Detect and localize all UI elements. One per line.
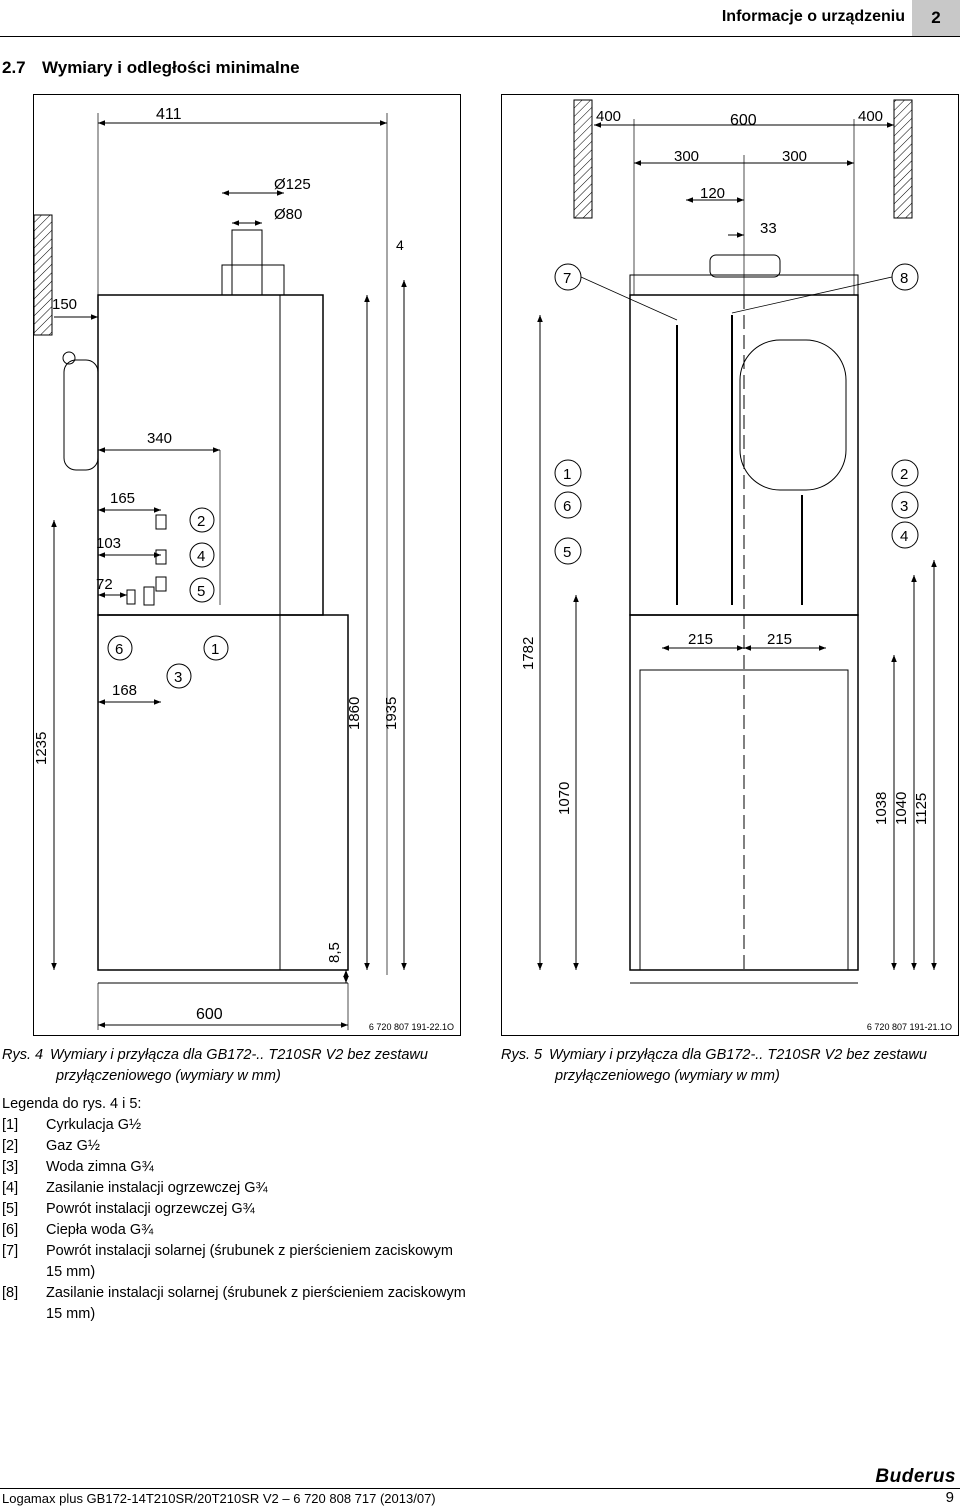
- page-number: 9: [945, 1489, 954, 1506]
- caption-4-line1: Wymiary i przyłącza dla GB172-.. T210SR …: [50, 1047, 428, 1063]
- figure-5-code: 6 720 807 191-21.1O: [866, 1022, 952, 1032]
- figure-4-drawing: 411 Ø125 Ø80 4 150 340 165 103 72 168 12…: [33, 106, 407, 1030]
- wall-left-hatch: [573, 99, 593, 219]
- legend-item: [2]Gaz G½: [2, 1138, 100, 1154]
- legend-item: [6]Ciepła woda G¾: [2, 1222, 154, 1238]
- dim-340: 340: [147, 430, 172, 447]
- section-number: 2.7: [2, 58, 26, 77]
- dim-300-left: 300: [674, 148, 699, 165]
- dim-1235: 1235: [34, 732, 50, 765]
- marker-4: 4: [900, 528, 908, 545]
- figure-5-drawing: 400 600 400 300 300 120 33 1782 1070 215…: [520, 99, 937, 984]
- figure-4-code: 6 720 807 191-22.1O: [368, 1022, 454, 1032]
- dim-1860: 1860: [346, 697, 363, 730]
- figure-5-caption: Rys. 5 Wymiary i przyłącza dla GB172-.. T…: [501, 1045, 956, 1087]
- figure-4-dimensions-side: 411 Ø125 Ø80 4 150 340 165 103 72 168 12…: [33, 94, 461, 1036]
- dim-400-left: 400: [596, 108, 621, 125]
- marker-2: 2: [900, 466, 908, 483]
- dim-600: 600: [196, 1006, 223, 1023]
- dim-168: 168: [112, 682, 137, 699]
- caption-5-label: Rys. 5: [501, 1047, 543, 1063]
- dim-215-right: 215: [767, 631, 792, 648]
- marker-1: 1: [211, 641, 219, 658]
- footer-document-id: Logamax plus GB172-14T210SR/20T210SR V2 …: [2, 1491, 436, 1506]
- legend-item: [7]Powrót instalacji solarnej (śrubunek …: [2, 1243, 453, 1280]
- dim-72: 72: [96, 576, 113, 593]
- page-header: Informacje o urządzeniu 2: [0, 0, 960, 38]
- legend-item: [4]Zasilanie instalacji ogrzewczej G¾: [2, 1180, 268, 1196]
- dim-33: 33: [760, 220, 777, 237]
- dim-600: 600: [730, 112, 757, 129]
- boiler-housing: [97, 294, 324, 616]
- tank-housing: [97, 614, 349, 971]
- figure-5-dimensions-front: 400 600 400 300 300 120 33 1782 1070 215…: [501, 94, 959, 1036]
- dim-411: 411: [156, 106, 182, 123]
- marker-2: 2: [197, 513, 205, 530]
- legend-title: Legenda do rys. 4 i 5:: [2, 1096, 142, 1112]
- chapter-badge: 2: [912, 0, 960, 36]
- caption-5-line2: przyłączeniowego (wymiary w mm): [555, 1068, 780, 1084]
- dim-300-right: 300: [782, 148, 807, 165]
- caption-4-label: Rys. 4: [2, 1047, 44, 1063]
- marker-4: 4: [197, 548, 205, 565]
- dim-1782: 1782: [520, 637, 537, 670]
- dim-215-left: 215: [688, 631, 713, 648]
- legend-item: [1]Cyrkulacja G½: [2, 1117, 142, 1133]
- brand-logo: Buderus: [875, 1466, 956, 1487]
- dim-1125: 1125: [913, 793, 930, 825]
- figure-4-caption: Rys. 4 Wymiary i przyłącza dla GB172-.. T…: [2, 1045, 442, 1087]
- dim-8-5: 8,5: [326, 942, 343, 963]
- legend-item: [5]Powrót instalacji ogrzewczej G¾: [2, 1201, 255, 1217]
- dim-1935: 1935: [383, 697, 400, 730]
- expansion-vessel: [739, 339, 847, 491]
- flue-pipe: [231, 229, 263, 296]
- section-heading: Wymiary i odległości minimalne: [42, 58, 300, 77]
- dim-1040: 1040: [893, 792, 910, 825]
- marker-6: 6: [563, 498, 571, 515]
- header-title: Informacje o urządzeniu: [721, 8, 905, 25]
- marker-5: 5: [563, 544, 571, 561]
- footer-divider: [0, 1488, 960, 1489]
- dim-125: Ø125: [274, 176, 311, 193]
- marker-5: 5: [197, 583, 205, 600]
- expansion-vessel: [63, 359, 99, 471]
- caption-4-line2: przyłączeniowego (wymiary w mm): [56, 1068, 281, 1084]
- section-title: 2.7 Wymiary i odległości minimalne: [2, 58, 300, 78]
- dim-165: 165: [110, 490, 135, 507]
- marker-8: 8: [900, 270, 908, 287]
- legend-item: [3]Woda zimna G¾: [2, 1159, 154, 1175]
- dim-400-right: 400: [858, 108, 883, 125]
- legend: Legenda do rys. 4 i 5: [1]Cyrkulacja G½ …: [2, 1094, 472, 1325]
- dim-4: 4: [396, 237, 404, 253]
- marker-3: 3: [174, 669, 182, 686]
- wall-hatch: [33, 214, 53, 336]
- marker-6: 6: [115, 641, 123, 658]
- caption-5-line1: Wymiary i przyłącza dla GB172-.. T210SR …: [549, 1047, 927, 1063]
- dim-1038: 1038: [873, 792, 890, 825]
- wall-right-hatch: [893, 99, 913, 219]
- legend-item: [8]Zasilanie instalacji solarnej (śrubun…: [2, 1285, 466, 1322]
- marker-3: 3: [900, 498, 908, 515]
- marker-1: 1: [563, 466, 571, 483]
- dim-80: Ø80: [274, 206, 302, 223]
- header-divider: [0, 36, 960, 37]
- dim-1070: 1070: [556, 782, 573, 815]
- dim-150: 150: [52, 296, 77, 313]
- marker-7: 7: [563, 270, 571, 287]
- dim-120: 120: [700, 185, 725, 202]
- dim-103: 103: [96, 535, 121, 552]
